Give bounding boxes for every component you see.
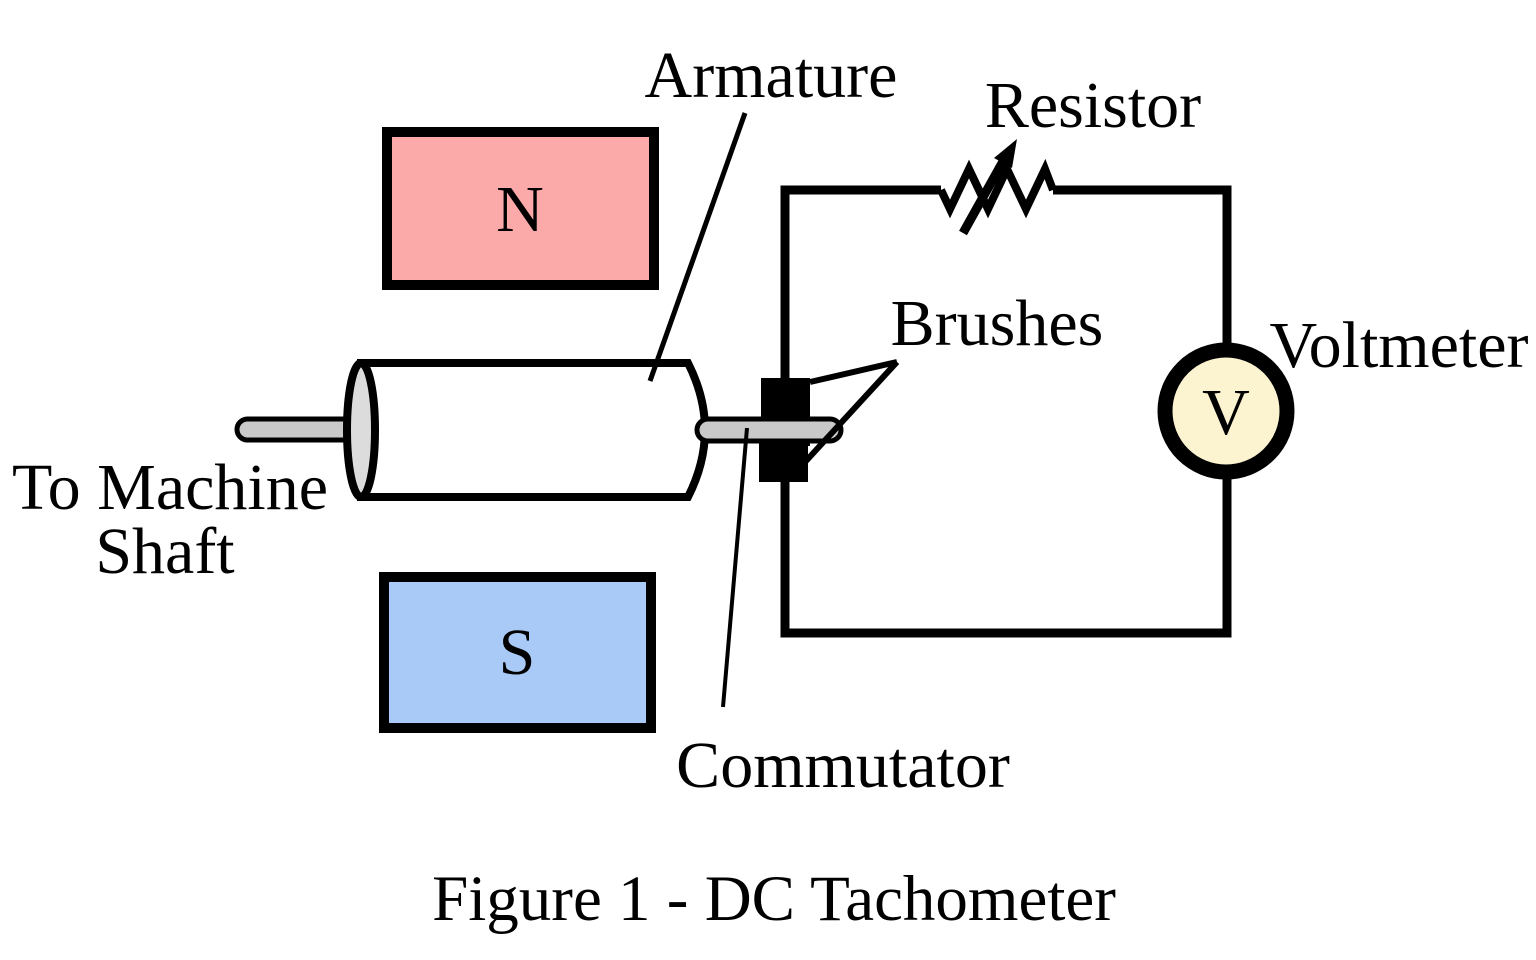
brushes-leader-line-upper [809,359,898,385]
voltmeter-symbol: V [1202,376,1250,449]
resistor-arrow-shaft [959,153,1010,236]
armature-assembly [234,359,844,501]
magnet-north: N [382,127,659,290]
south-pole-label: S [499,616,536,689]
commutator-leader-line [721,427,749,708]
wire-top-right [1053,185,1232,345]
measurement-circuit [780,139,1295,638]
leader-lines [647,112,900,708]
armature-cylinder-body [357,359,709,501]
to-machine-shaft-label-line2: Shaft [95,515,234,588]
commutator-shaft-rod [694,416,844,444]
voltmeter-dial [1157,342,1295,480]
north-pole-rect [382,127,659,290]
wire-left-top [780,185,941,382]
armature-cylinder-cap [343,359,379,501]
resistor-zigzag [937,158,1057,219]
magnet-south: S [379,572,656,733]
wire-bottom-loop [780,477,1232,638]
brushes-label: Brushes [891,287,1104,360]
to-machine-shaft-label-line1: To Machine [12,451,328,524]
armature-label: Armature [645,39,898,112]
resistor-label: Resistor [985,69,1201,142]
voltmeter-label: Voltmeter [1269,309,1528,382]
north-pole-label: N [496,173,544,246]
figure-caption: Figure 1 - DC Tachometer [432,863,1116,935]
armature-leader-line [647,112,748,382]
commutator-label: Commutator [676,729,1010,802]
resistor-arrow-head-icon [994,139,1017,168]
south-pole-rect [379,572,656,733]
brushes-leader-line-lower [803,359,900,464]
